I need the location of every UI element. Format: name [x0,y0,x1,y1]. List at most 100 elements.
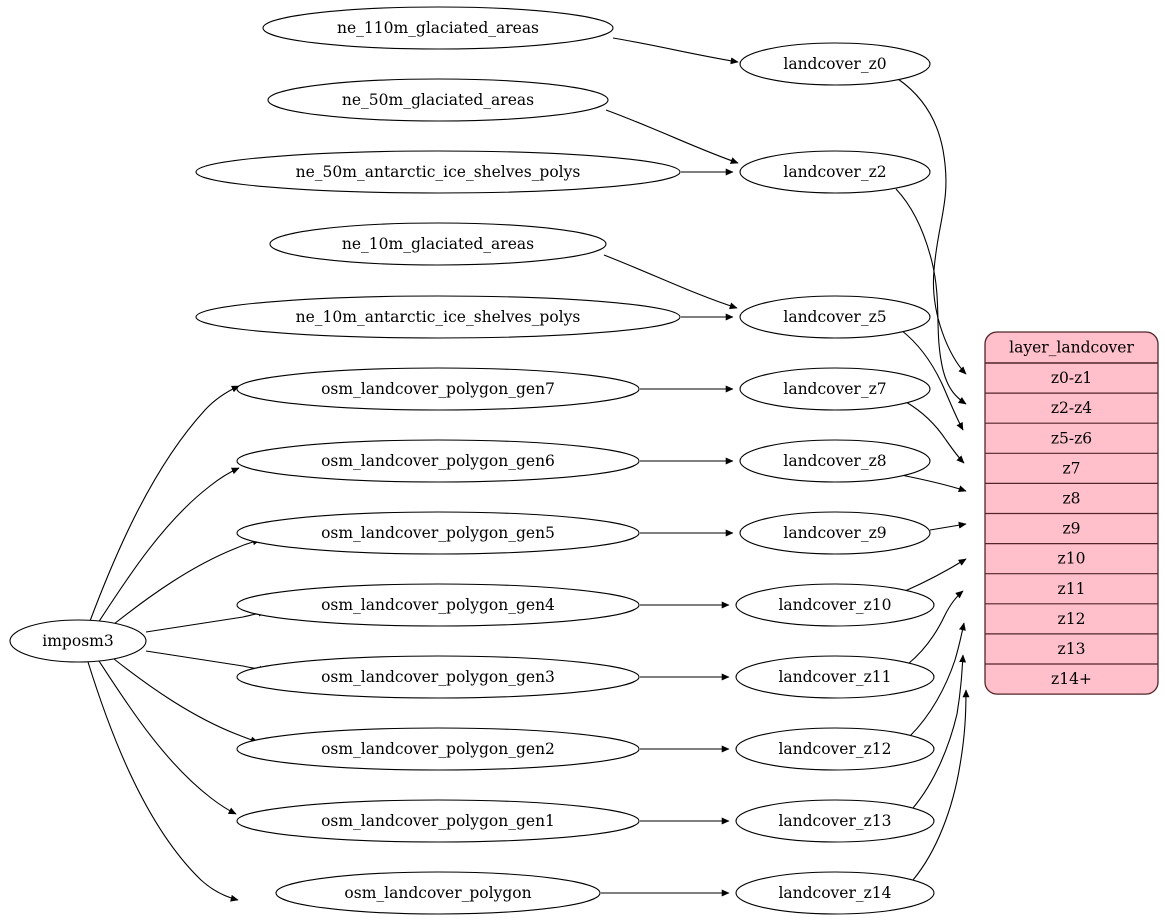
table-row-label: z7 [1062,459,1080,477]
table-row-label: z0-z1 [1051,369,1092,387]
node-landcover_z2[interactable]: landcover_z2 [739,150,931,194]
table-row-z2-z4[interactable]: z2-z4 [985,392,1158,417]
table-row-z12[interactable]: z12 [985,603,1158,628]
node-shape [269,222,607,266]
table-row-label: z10 [1058,550,1086,568]
node-label-landcover_z14: landcover_z14 [778,884,891,902]
edge-ne_10m_glaciated_areas-to-landcover_z5 [603,254,738,310]
node-label-osm_landcover_polygon_gen3: osm_landcover_polygon_gen3 [321,668,555,686]
table-row-z14+[interactable]: z14+ [985,663,1158,688]
node-label-osm_landcover_polygon_gen6: osm_landcover_polygon_gen6 [321,452,555,470]
node-shape [735,583,935,627]
node-shape [267,78,609,122]
edge-landcover_z8-to-table-row-4 [900,474,967,493]
node-label-landcover_z0: landcover_z0 [783,55,886,73]
edge-landcover_z2-to-table-row-1 [895,188,967,405]
node-shape [275,871,601,915]
table-row-z7[interactable]: z7 [985,452,1158,477]
edge-ne_50m_glaciated_areas-to-landcover_z2 [605,109,739,164]
node-ne_50m_glaciated_areas[interactable]: ne_50m_glaciated_areas [267,78,609,122]
node-shape [739,511,931,555]
node-label-ne_10m_glaciated_areas: ne_10m_glaciated_areas [342,235,534,253]
edge-imposm3-to-osm_landcover_polygon_gen2 [113,658,259,744]
table-row-z10[interactable]: z10 [985,542,1158,568]
node-shape [735,655,935,699]
node-shape [236,727,640,771]
node-osm_landcover_polygon_gen4[interactable]: osm_landcover_polygon_gen4 [236,583,640,627]
table-row-label: z5-z6 [1051,429,1092,447]
node-ne_110m_glaciated_areas[interactable]: ne_110m_glaciated_areas [262,6,614,50]
node-shape [195,295,681,339]
edge-landcover_z7-to-table-row-3 [905,401,965,464]
table-row-z8[interactable]: z8 [985,482,1158,507]
edge-landcover_z9-to-table-row-5 [929,521,967,531]
node-landcover_z7[interactable]: landcover_z7 [739,367,931,411]
node-osm_landcover_polygon_gen5[interactable]: osm_landcover_polygon_gen5 [236,511,640,555]
table-row-z0-z1[interactable]: z0-z1 [1051,369,1092,387]
node-landcover_z5[interactable]: landcover_z5 [739,295,931,339]
edge-landcover_z10-to-table-row-6 [904,558,967,592]
edges-layer [87,37,970,902]
node-label-landcover_z10: landcover_z10 [778,596,891,614]
node-label-landcover_z8: landcover_z8 [783,452,886,470]
node-osm_landcover_polygon_gen3[interactable]: osm_landcover_polygon_gen3 [236,655,640,699]
edge-imposm3-to-osm_landcover_polygon_gen4 [145,609,267,633]
node-label-osm_landcover_polygon_gen7: osm_landcover_polygon_gen7 [321,380,555,398]
node-label-landcover_z5: landcover_z5 [783,308,886,326]
node-landcover_z0[interactable]: landcover_z0 [739,42,931,86]
edge-landcover_z5-to-table-row-2 [900,329,964,431]
node-landcover_z9[interactable]: landcover_z9 [739,511,931,555]
node-ne_10m_antarctic_ice_shelves_polys[interactable]: ne_10m_antarctic_ice_shelves_polys [195,295,681,339]
node-label-imposm3: imposm3 [42,632,113,650]
table-row-label: z13 [1058,640,1086,658]
edge-imposm3-to-osm_landcover_polygon_gen6 [97,467,240,624]
node-landcover_z10[interactable]: landcover_z10 [735,583,935,627]
node-label-ne_10m_antarctic_ice_shelves_polys: ne_10m_antarctic_ice_shelves_polys [296,308,581,326]
table-body: layer_landcover z0-z1 z2-z4 z5-z6 z7 z8 z9 z10 z… [985,332,1158,695]
node-label-landcover_z7: landcover_z7 [783,380,886,398]
node-shape [262,6,614,50]
edge-imposm3-to-osm_landcover_polygon [87,661,239,902]
edge-landcover_z11-to-table-row-7 [907,590,964,665]
node-shape [236,439,640,483]
node-shape [195,150,681,194]
node-osm_landcover_polygon[interactable]: osm_landcover_polygon [275,871,601,915]
table-outline [984,331,1159,695]
node-shape [236,511,640,555]
node-osm_landcover_polygon_gen7[interactable]: osm_landcover_polygon_gen7 [236,367,640,411]
node-shape [739,367,931,411]
node-shape [739,295,931,339]
node-shape [739,439,931,483]
node-label-osm_landcover_polygon_gen5: osm_landcover_polygon_gen5 [321,524,555,542]
node-landcover_z12[interactable]: landcover_z12 [735,727,935,771]
edge-imposm3-to-osm_landcover_polygon_gen1 [98,660,237,815]
edge-landcover_z0-to-table-row-0 [897,78,967,375]
node-landcover_z13[interactable]: landcover_z13 [735,799,935,843]
edge-imposm3-to-osm_landcover_polygon_gen7 [89,385,240,622]
node-shape [735,727,935,771]
node-shape [735,799,935,843]
node-shape [236,583,640,627]
node-landcover_z8[interactable]: landcover_z8 [739,439,931,483]
table-row-z9[interactable]: z9 [985,512,1158,538]
node-ne_50m_antarctic_ice_shelves_polys[interactable]: ne_50m_antarctic_ice_shelves_polys [195,150,681,194]
node-landcover_z11[interactable]: landcover_z11 [735,655,935,699]
node-shape [236,799,640,843]
node-ne_10m_glaciated_areas[interactable]: ne_10m_glaciated_areas [269,222,607,266]
node-osm_landcover_polygon_gen2[interactable]: osm_landcover_polygon_gen2 [236,727,640,771]
table-row-z11[interactable]: z11 [985,573,1158,598]
table-row-label: z11 [1058,580,1086,598]
edge-imposm3-to-osm_landcover_polygon_gen3 [145,650,267,673]
node-imposm3[interactable]: imposm3 [9,619,147,663]
node-label-landcover_z13: landcover_z13 [778,812,891,830]
node-osm_landcover_polygon_gen1[interactable]: osm_landcover_polygon_gen1 [236,799,640,843]
node-osm_landcover_polygon_gen6[interactable]: osm_landcover_polygon_gen6 [236,439,640,483]
table-header: layer_landcover [1009,339,1134,357]
table-row-z13[interactable]: z13 [985,633,1158,658]
table-row-z5-z6[interactable]: z5-z6 [985,422,1158,447]
node-shape [739,42,931,86]
node-landcover_z14[interactable]: landcover_z14 [735,871,935,915]
table-layer-landcover: layer_landcover z0-z1 z2-z4 z5-z6 z7 z8 z9 z10 z… [984,331,1159,695]
